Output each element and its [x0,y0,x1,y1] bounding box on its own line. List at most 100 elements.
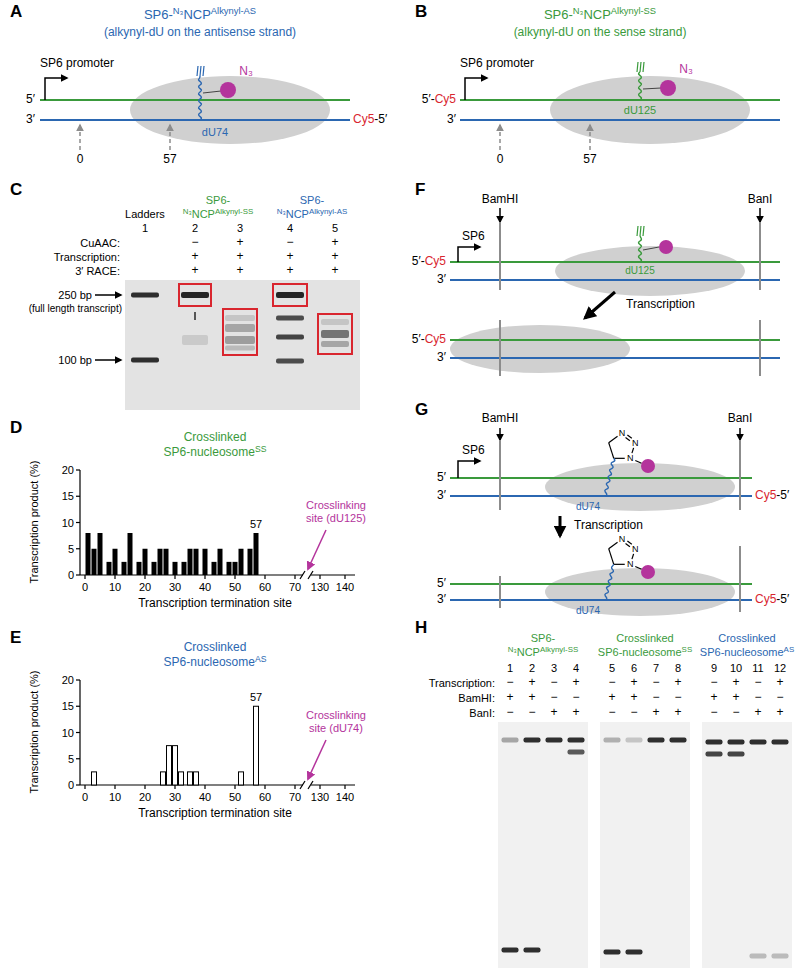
condition-sign: + [191,249,198,263]
lane-number: 7 [653,662,659,674]
text-group: 40 [199,791,211,804]
gel-band [321,319,349,325]
site-label: dU74 [576,605,600,616]
bar [173,562,178,575]
bar [182,562,187,575]
triazole-bond [626,438,630,441]
tick-label: 60 [259,581,271,593]
strand-end: 3′ [437,592,446,606]
alkyne-symbol [203,66,204,76]
text-group: 57 [163,153,176,167]
schematic: SP65′-Cy53′dU125 [405,228,800,292]
bar [248,549,253,575]
size-arrow [95,359,121,361]
text-group: 3′ [26,113,35,127]
condition-sign: − [608,675,615,689]
strand-end: 3′ [447,112,456,126]
highlight-box [318,314,352,354]
text-group: BanI: [469,707,495,720]
text-group: SP6- [206,194,230,207]
bar [212,562,217,575]
text-group: BamHI [482,412,519,426]
text-group: + [286,250,293,264]
tick [84,575,85,579]
text-group: − [652,691,659,705]
lane-number: 4 [287,222,293,234]
cut-site-line [759,320,761,376]
tick [114,785,115,789]
schematic: 5′3′NNNdU74Cy5-5′ [405,536,800,618]
text-group: N₃NCPAlkynyl-SS [183,207,253,221]
row-label: 3′ RACE: [75,265,120,277]
dye-label: Cy5 [353,112,374,126]
tick [344,785,345,789]
text-group: + [191,250,198,264]
text-group: + [754,706,761,720]
tick [76,784,80,785]
lane-number: 3 [551,662,557,674]
text-group: 70 [289,581,301,594]
tick-label: 70 [289,791,301,803]
gel-band [604,950,621,955]
gel-image [600,722,690,968]
cut-site-arrow [739,428,741,440]
dye-label: -5′ [776,592,789,606]
row-label: CuAAC: [80,237,120,249]
lane-header: NCP [517,646,540,658]
lane-header: N₃ [277,207,286,216]
text-group: 40 [199,581,211,594]
construct-name: SP6- [144,6,173,21]
lane-number: 4 [573,662,579,674]
panel-letter: B [415,2,427,21]
atom-label: N [619,428,626,438]
tick-label: 20 [139,581,151,593]
lane-header: Ladders [125,208,165,220]
promoter-label: SP6 promoter [40,56,114,70]
condition-sign: − [608,705,615,719]
text-group: 8 [675,662,681,675]
text-group: − [550,676,557,690]
axis-title: Transcription termination site [138,806,292,820]
condition-sign: + [550,705,557,719]
enzyme-label: BanI [748,192,773,206]
text-group: + [528,676,535,690]
chart-title: Crosslinked [184,430,247,444]
bar-value: 57 [250,691,262,703]
text-group: 0 [497,153,504,167]
gel-band [225,324,255,332]
gel-band [276,316,304,321]
lane-number: 12 [774,662,786,674]
condition-sign: − [191,235,198,249]
linker [203,91,221,93]
text-group: + [528,691,535,705]
cut-site-arrow [499,428,501,440]
tick [294,575,295,579]
tick [76,706,80,707]
chart-title: SP6-nucleosome [164,446,255,460]
tick-label: 40 [199,581,211,593]
alkyne-symbol [643,226,644,236]
text-group: + [572,706,579,720]
tick-label: 50 [229,581,241,593]
gel-band [276,359,304,364]
size-note: (full length transcript) [29,303,122,314]
tick [144,785,145,789]
text-group: 3 [551,662,557,675]
tick-label: 0 [68,779,74,791]
lane-header: Alkynyl-AS [309,207,347,216]
construct-name: NCP [183,6,210,21]
axis-break [308,781,313,789]
promoter-arrow [45,78,67,100]
nucleosome [130,76,330,144]
position-number: 57 [163,152,176,166]
atom-label: N [627,559,634,569]
text-group: 3′ RACE: [75,265,120,278]
text-group: SP6 promoter [40,57,114,71]
nucleosome [555,246,745,296]
condition-sign: + [286,263,293,277]
text-group: − [674,691,681,705]
triazole-bond [609,443,614,459]
text-group: 140 [336,791,354,804]
condition-sign: − [754,675,761,689]
highlight-box [179,284,211,306]
